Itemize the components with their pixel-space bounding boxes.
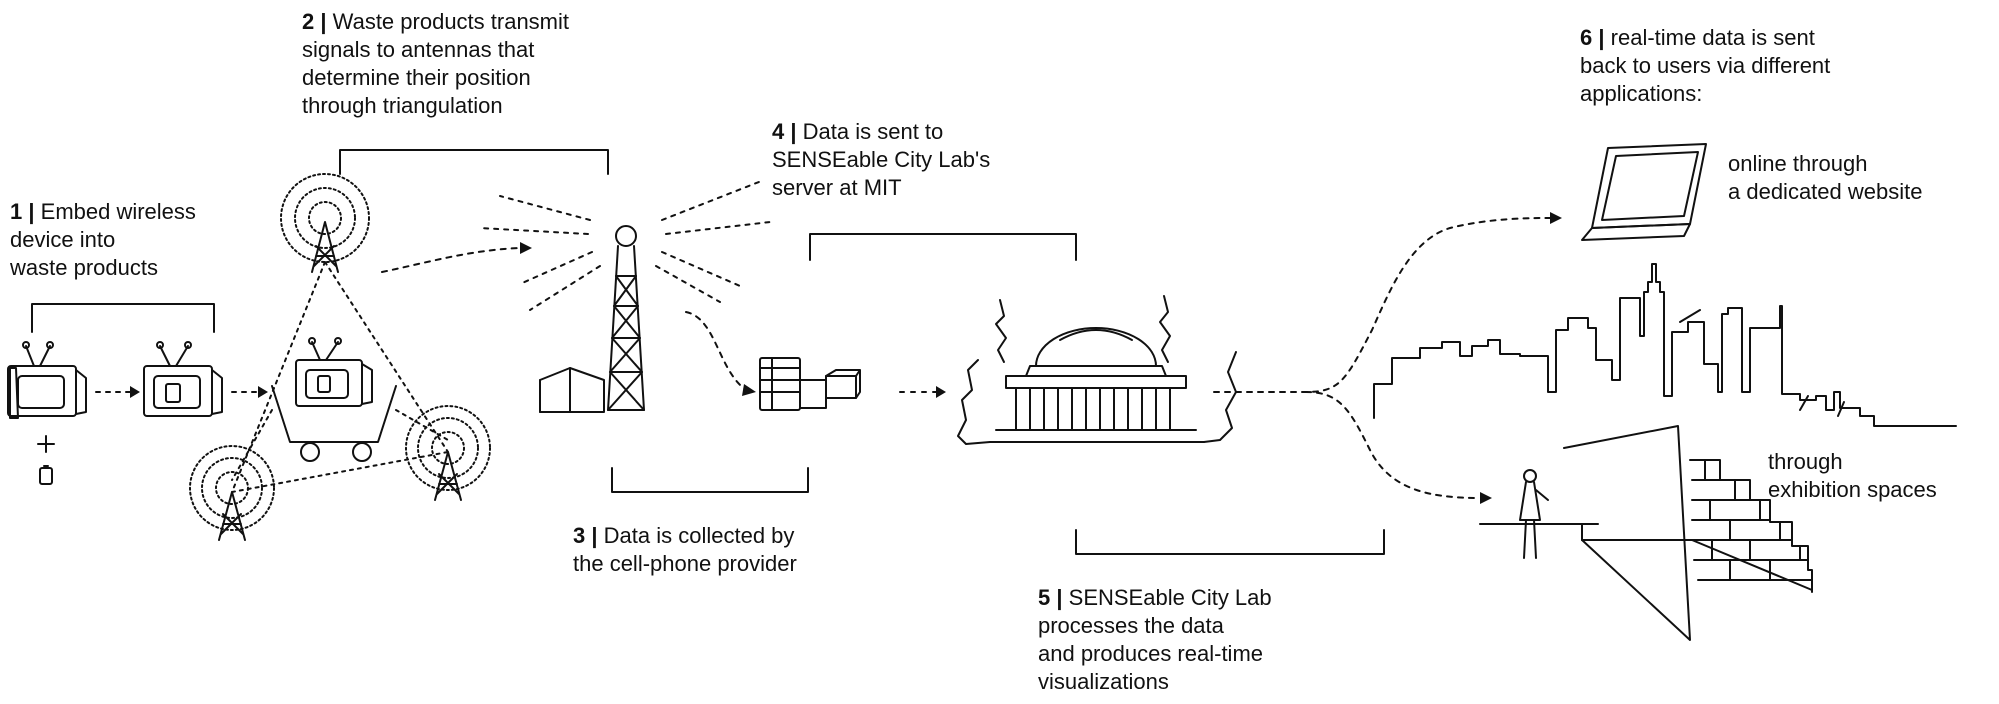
triangulation-lines — [231, 261, 449, 493]
step-3-label: 3 | Data is collected by the cell-phone … — [573, 522, 797, 578]
step-1-line-2: device into — [10, 227, 116, 252]
laptop-icon — [1581, 143, 1707, 241]
step-2-line-1: Waste products transmit — [332, 9, 570, 34]
step-6-number: 6 | — [1580, 25, 1605, 50]
mit-dome-building-icon — [957, 295, 1237, 445]
exhibition-line-2: exhibition spaces — [1768, 477, 1937, 502]
step-6-line-2: back to users via different — [1580, 53, 1831, 78]
website-line-2: a dedicated website — [1728, 179, 1923, 204]
step-2-line-3: determine their position — [302, 65, 531, 90]
step-6-line-3: applications: — [1580, 81, 1703, 106]
arrow-mit-outputs — [1213, 217, 1551, 393]
bracket-step5 — [1075, 529, 1385, 555]
step-1-label: 1 | Embed wireless device into waste pro… — [10, 198, 196, 282]
bracket-step2 — [339, 149, 609, 175]
exhibition-line-1: through — [1768, 449, 1843, 474]
cart-with-tv-icon — [271, 337, 397, 462]
cell-tower-icon — [479, 179, 771, 413]
server-building-icon — [759, 357, 861, 411]
step-3-line-1: Data is collected by — [603, 523, 795, 548]
arrow-to-provider — [685, 311, 747, 391]
step-1-line-1: Embed wireless — [40, 199, 196, 224]
step-5-line-3: and produces real-time — [1038, 641, 1264, 666]
city-skyline-icon — [1373, 263, 1957, 427]
bracket-step1 — [31, 303, 215, 333]
antenna-top-icon — [280, 173, 370, 273]
website-application-label: online through a dedicated website — [1728, 150, 1922, 206]
step-3-number: 3 | — [573, 523, 598, 548]
step-6-line-1: real-time data is sent — [1610, 25, 1815, 50]
step-3-line-2: the cell-phone provider — [573, 551, 797, 576]
step-2-line-2: signals to antennas that — [302, 37, 535, 62]
bracket-step4 — [809, 233, 1077, 261]
step-2-label: 2 | Waste products transmit signals to a… — [302, 8, 569, 120]
step-4-number: 4 | — [772, 119, 797, 144]
website-line-1: online through — [1728, 151, 1868, 176]
step-6-label: 6 | real-time data is sent back to users… — [1580, 24, 1830, 108]
exhibition-wall-icon — [1479, 425, 1813, 641]
bracket-step3 — [611, 467, 809, 493]
step-5-line-4: visualizations — [1038, 669, 1169, 694]
step-5-line-1: SENSEable City Lab — [1068, 585, 1272, 610]
step-1-line-3: waste products — [10, 255, 158, 280]
step-2-number: 2 | — [302, 9, 327, 34]
tv-icon — [7, 341, 87, 485]
step-4-line-1: Data is sent to — [802, 119, 944, 144]
step-2-line-4: through triangulation — [302, 93, 503, 118]
tv-with-device-icon — [143, 341, 223, 417]
step-1-number: 1 | — [10, 199, 35, 224]
step-4-line-2: SENSEable City Lab's — [772, 147, 991, 172]
step-5-label: 5 | SENSEable City Lab processes the dat… — [1038, 584, 1272, 696]
antenna-right-icon — [405, 405, 491, 501]
arrow-to-tower — [381, 247, 521, 273]
step-4-label: 4 | Data is sent to SENSEable City Lab's… — [772, 118, 990, 202]
step-4-line-3: server at MIT — [772, 175, 902, 200]
step-5-line-2: processes the data — [1038, 613, 1224, 638]
exhibition-application-label: through exhibition spaces — [1768, 448, 1937, 504]
step-5-number: 5 | — [1038, 585, 1063, 610]
